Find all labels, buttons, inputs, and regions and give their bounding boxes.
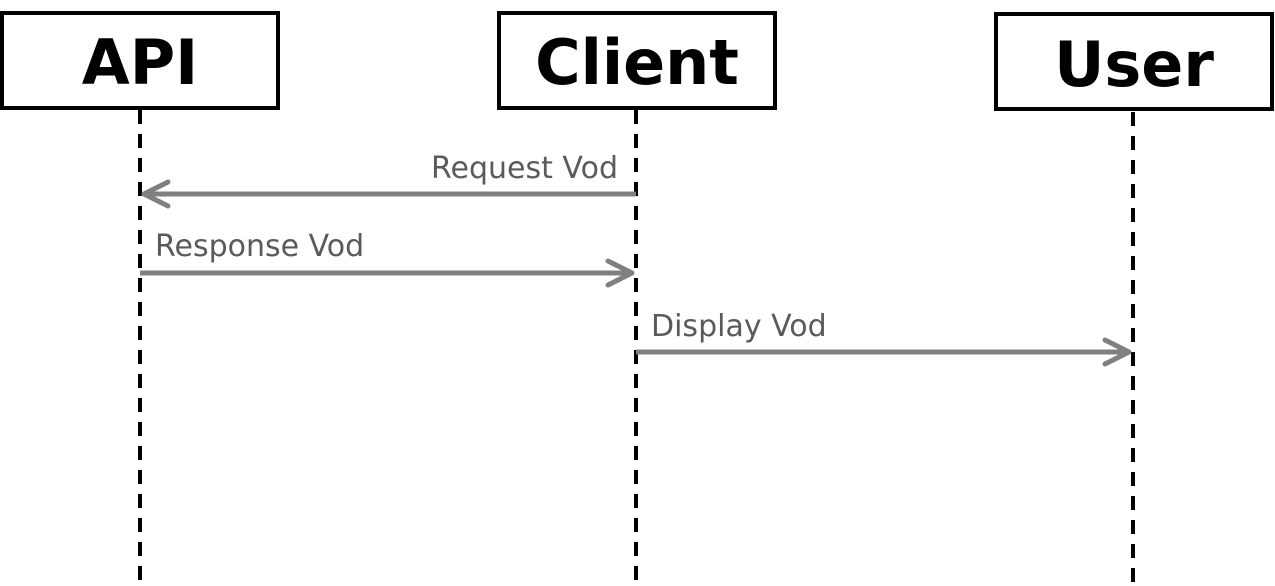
participant-client: Client <box>497 11 777 110</box>
participant-box-user <box>994 12 1274 111</box>
participant-label-api: API <box>82 26 199 99</box>
message-label-display-vod: Display Vod <box>651 309 827 344</box>
message-response-vod: Response Vod <box>140 229 635 288</box>
arrowhead-right-icon <box>1102 337 1132 367</box>
participant-box-client <box>497 11 777 110</box>
participant-label-client: Client <box>535 26 739 99</box>
participant-user: User <box>994 12 1274 111</box>
participant-label-user: User <box>1054 28 1214 101</box>
message-display-vod: Display Vod <box>636 309 1132 367</box>
arrowhead-left-icon <box>141 179 171 209</box>
message-request-vod: Request Vod <box>141 151 636 209</box>
participant-api: API <box>0 11 280 110</box>
arrowhead-right-icon <box>605 258 635 288</box>
participant-box-api <box>0 11 280 110</box>
message-label-request-vod: Request Vod <box>431 151 618 186</box>
message-label-response-vod: Response Vod <box>155 229 364 264</box>
